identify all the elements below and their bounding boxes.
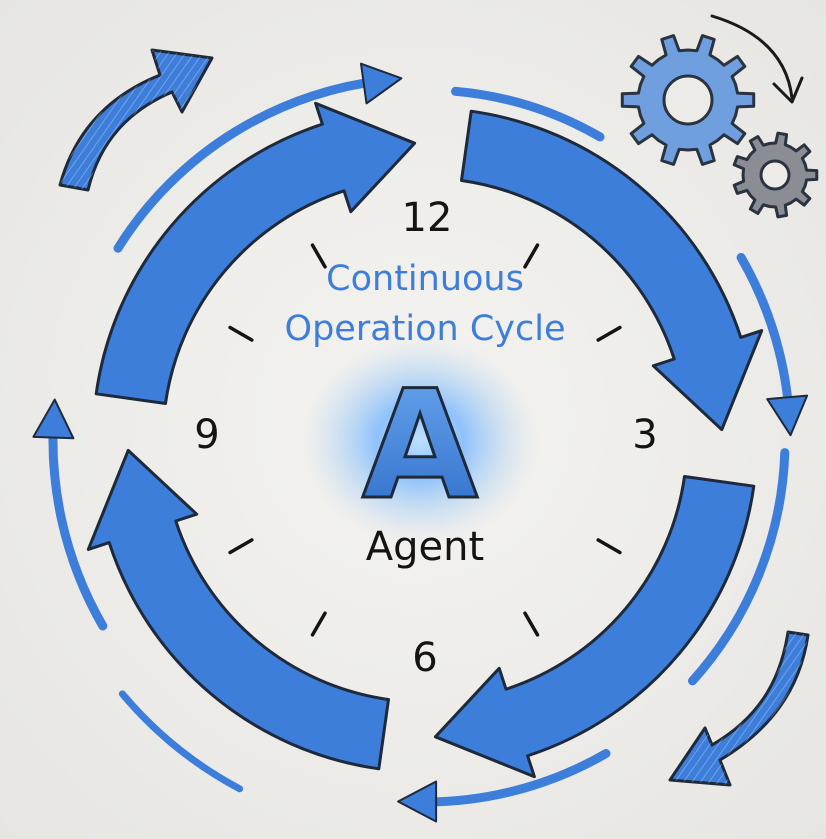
dial-tick-7 (310, 611, 327, 637)
large-gear-icon (620, 34, 756, 166)
dial-tick-6 (523, 611, 540, 637)
dial-tick-3 (523, 243, 540, 269)
agent-glow (295, 330, 545, 550)
dial-tick-8 (228, 538, 254, 555)
cycle-arrow-bottom (433, 475, 756, 779)
main-cycle-ring (86, 101, 764, 779)
dial-ticks (228, 243, 622, 637)
agent-letter: A (362, 359, 478, 533)
diagram-title-line-2: Operation Cycle (285, 309, 566, 349)
agent-label: Agent (366, 524, 484, 570)
outer-arc-lower-right (688, 448, 790, 686)
dial-tick-1 (228, 325, 254, 342)
clockwise-arrow-head (772, 76, 804, 104)
dial-tick-4 (596, 325, 622, 342)
diagram-title-line-1: Continuous (326, 259, 524, 299)
outer-arcs-group (32, 62, 809, 823)
outer-arc-top (113, 62, 403, 253)
outer-arc-right (736, 253, 809, 437)
dial-tick-5 (596, 538, 622, 555)
dial-label-6: 6 (412, 635, 437, 681)
dial-tick-2 (310, 243, 327, 269)
outer-arc-lower-left (118, 690, 244, 793)
cycle-arrow-right (460, 109, 764, 432)
cycle-arrow-left (86, 448, 390, 771)
clockwise-arrow-icon (710, 14, 794, 100)
dial-label-12: 12 (402, 195, 453, 241)
dial-label-9: 9 (194, 412, 219, 458)
outer-arc-left (32, 398, 108, 631)
small-gear-icon (732, 131, 819, 219)
dial-label-3: 3 (632, 412, 657, 458)
corner-arrow-top-left (58, 48, 214, 192)
outer-arc-top-right (451, 86, 605, 142)
corner-arrows-group (58, 48, 810, 787)
cycle-arrow-top (94, 101, 417, 405)
outer-arc-bottom (397, 749, 611, 823)
corner-arrow-bottom-right (668, 630, 810, 787)
